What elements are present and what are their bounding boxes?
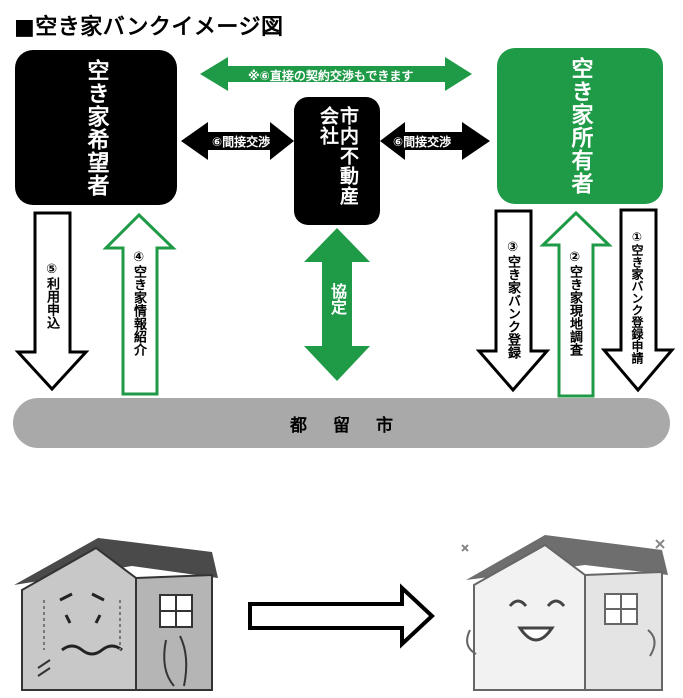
city-label: 都留市 <box>290 415 419 436</box>
site-survey-arrow <box>539 210 613 398</box>
info-intro-label: ④空き家情報紹介 <box>131 250 146 356</box>
use-apply-label: ⑤利用申込 <box>44 262 59 329</box>
indirect-right-label: ⑥間接交渉 <box>393 135 452 149</box>
agency-box: 市内不動産会社 <box>294 97 380 225</box>
info-intro-arrow <box>102 212 177 396</box>
use-apply-arrow <box>14 211 90 392</box>
indirect-negotiation-right-arrow <box>380 122 490 160</box>
direct-negotiation-arrow <box>200 57 472 91</box>
transition-arrow <box>248 583 435 649</box>
direct-negotiation-label: ※⑥直接の契約交渉もできます <box>248 69 414 83</box>
seeker-box: 空き家希望者 <box>15 50 177 205</box>
city-bar: 都留市 <box>13 398 670 448</box>
owner-box: 空き家所有者 <box>497 48 663 204</box>
sad-house-illustration <box>14 538 218 691</box>
agreement-arrow <box>304 228 370 381</box>
register-apply-label: ①空き家バンク登録申請 <box>630 230 644 364</box>
owner-label: 空き家所有者 <box>567 57 593 195</box>
indirect-left-label: ⑥間接交渉 <box>212 135 271 149</box>
indirect-negotiation-left-arrow <box>181 122 294 160</box>
bank-register-label: ③空き家バンク登録 <box>505 240 520 359</box>
seeker-label: 空き家希望者 <box>83 58 109 197</box>
bank-register-arrow <box>475 209 551 393</box>
site-survey-label: ②空き家現地調査 <box>567 250 582 356</box>
agency-label: 市内不動産会社 <box>317 106 359 206</box>
register-apply-arrow <box>600 208 676 393</box>
happy-house-illustration <box>461 535 668 691</box>
diagram-title: ■空き家バンクイメージ図 <box>14 15 284 40</box>
agreement-label: 協定 <box>328 283 347 315</box>
